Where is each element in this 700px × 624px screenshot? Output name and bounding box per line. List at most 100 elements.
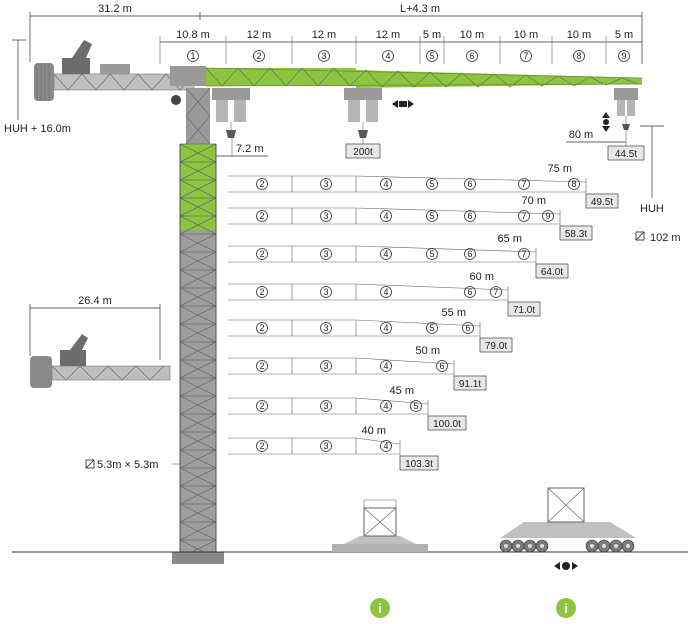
- config-radius: 60 m: [470, 271, 494, 283]
- info-icon: [370, 598, 390, 618]
- config-tip-load: 58.3t: [565, 229, 587, 240]
- config-section: 3: [323, 249, 328, 259]
- config-section: 3: [323, 287, 328, 297]
- svg-text:26.4 m: 26.4 m: [78, 295, 112, 307]
- config-section: 5: [429, 211, 434, 221]
- svg-text:102 m: 102 m: [650, 232, 681, 244]
- counter-jib-dim: 31.2 m: [98, 3, 132, 15]
- base-foundation-fixed: [332, 499, 428, 552]
- wheel-bogies: [499, 539, 635, 553]
- config-section: 6: [465, 323, 470, 333]
- info-button-mobile-base[interactable]: i: [556, 598, 576, 618]
- height-marker-right: HUH 102 m: [635, 125, 681, 244]
- config-section: 2: [259, 249, 264, 259]
- height-marker-left: HUH + 16.0m: [4, 39, 71, 135]
- main-jib: [170, 66, 643, 88]
- config-section: 9: [545, 211, 550, 221]
- config-radius: 65 m: [498, 233, 522, 245]
- config-section: 4: [383, 287, 388, 297]
- config-section: 2: [259, 441, 264, 451]
- jib-total-dim: L+4.3 m: [400, 3, 440, 15]
- svg-text:7.2 m: 7.2 m: [236, 143, 264, 155]
- config-section: 5: [429, 179, 434, 189]
- config-tip-load: 64.0t: [541, 267, 563, 278]
- config-section: 4: [383, 249, 388, 259]
- jib-config-row: 2 3 4 40 m 103.3t: [228, 425, 439, 471]
- svg-text:80 m: 80 m: [569, 129, 593, 141]
- jib-segment: 5 m5: [419, 29, 444, 64]
- config-section: 6: [467, 179, 472, 189]
- config-section: 6: [467, 211, 472, 221]
- tower-offset-dim: 7.2 m: [206, 130, 268, 157]
- segment-length: 12 m: [312, 29, 336, 41]
- segment-number: 5: [429, 51, 434, 61]
- config-section: 3: [323, 211, 328, 221]
- segment-number: 4: [385, 51, 390, 61]
- config-tip-load: 79.0t: [485, 341, 507, 352]
- config-section: 6: [467, 287, 472, 297]
- config-section: 5: [429, 249, 434, 259]
- config-tip-load: 100.0t: [433, 419, 461, 430]
- svg-text:HUH + 16.0m: HUH + 16.0m: [4, 123, 71, 135]
- segment-number: 6: [469, 51, 474, 61]
- config-radius: 40 m: [362, 425, 386, 437]
- segment-number: 7: [523, 51, 528, 61]
- config-section: 7: [521, 211, 526, 221]
- top-dimensions: 31.2 m L+4.3 m: [29, 3, 643, 64]
- segment-length: 12 m: [376, 29, 400, 41]
- config-section: 4: [383, 323, 388, 333]
- mast-section-label: 5.3m × 5.3m: [85, 459, 180, 471]
- config-radius: 55 m: [442, 307, 466, 319]
- config-tip-load: 103.3t: [405, 459, 433, 470]
- svg-text:200t: 200t: [353, 147, 373, 158]
- config-section: 4: [383, 441, 388, 451]
- info-icon: [556, 598, 576, 618]
- jib-segment: 10 m 7: [499, 29, 552, 64]
- config-section: 7: [521, 179, 526, 189]
- base-foundation-mobile: [499, 487, 636, 553]
- config-section: 3: [323, 401, 328, 411]
- config-section: 4: [383, 211, 388, 221]
- config-radius: 70 m: [522, 195, 546, 207]
- config-section: 7: [521, 249, 526, 259]
- config-section: 2: [259, 323, 264, 333]
- segment-number: 8: [576, 51, 581, 61]
- segment-length: 12 m: [247, 29, 271, 41]
- trolley-move-arrows: [392, 100, 414, 108]
- svg-text:HUH: HUH: [640, 203, 664, 215]
- config-section: 3: [323, 441, 328, 451]
- jib-segment: 12 m3: [291, 29, 356, 64]
- tower-mast: [172, 143, 224, 564]
- trolley-left: [212, 88, 250, 138]
- segment-number: 9: [621, 51, 626, 61]
- trolley-load-box: 200t: [345, 138, 381, 159]
- segment-number: 2: [256, 51, 261, 61]
- config-section: 4: [383, 361, 388, 371]
- config-section: 2: [259, 361, 264, 371]
- jib-segment: 10.8 m1: [159, 29, 226, 64]
- travel-arrows: [554, 562, 578, 570]
- config-section: 8: [571, 179, 576, 189]
- config-section: 7: [493, 287, 498, 297]
- segment-length: 10 m: [460, 29, 484, 41]
- config-radius: 45 m: [390, 385, 414, 397]
- slewing-unit: [171, 87, 211, 145]
- info-button-fixed-base[interactable]: i: [370, 598, 390, 618]
- segment-length: 10 m: [514, 29, 538, 41]
- config-section: 3: [323, 179, 328, 189]
- segment-length: 10 m: [567, 29, 591, 41]
- segment-length: 10.8 m: [176, 29, 210, 41]
- svg-text:44.5t: 44.5t: [615, 149, 637, 160]
- jib-segment: 12 m 4: [355, 29, 420, 64]
- config-section: 6: [439, 361, 444, 371]
- config-tip-load: 91.1t: [459, 379, 481, 390]
- config-section: 2: [259, 287, 264, 297]
